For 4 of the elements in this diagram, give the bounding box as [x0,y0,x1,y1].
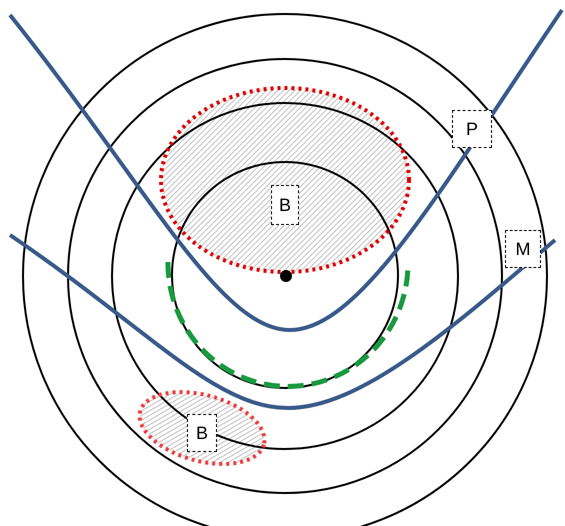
label-tag: B [271,185,299,225]
label-tag: M [505,230,541,268]
label-tag: B [187,414,217,452]
label-tag: P [452,110,492,148]
